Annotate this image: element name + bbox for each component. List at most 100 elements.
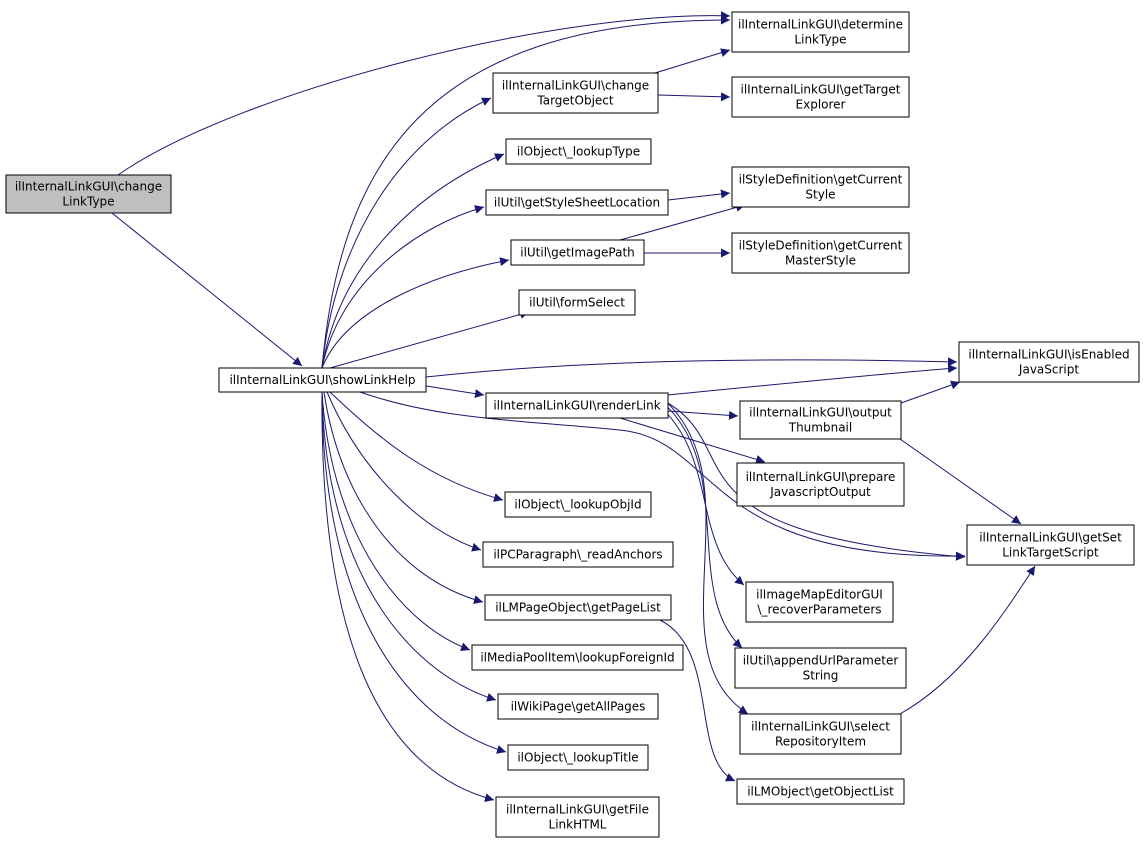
node-box	[958, 341, 1140, 383]
edge-getStyleSheetLocation-to-getCurrentStyle	[667, 189, 731, 201]
edge-outputThumbnail-to-getSetLinkTargetScript	[899, 438, 1022, 525]
node-prepare-javascript-output[interactable]: ilInternalLinkGUI\prepareJavascriptOutpu…	[736, 462, 905, 507]
node-label: JavaScript	[1018, 363, 1079, 377]
edge-showLinkHelp-to-lookupObjId	[329, 391, 504, 502]
edge-renderLink-to-recoverParameters	[649, 397, 745, 586]
node-label: ilInternalLinkGUI\prepare	[746, 470, 896, 484]
node-lookup-foreign-id[interactable]: ilMediaPoolItem\lookupForeignId	[471, 644, 684, 671]
node-label: ilPCParagraph\_readAnchors	[493, 548, 662, 562]
node-label: LinkTargetScript	[1002, 546, 1099, 560]
node-box	[739, 713, 902, 755]
node-get-style-sheet-location[interactable]: ilUtil\getStyleSheetLocation	[485, 189, 669, 216]
node-read-anchors[interactable]: ilPCParagraph\_readAnchors	[482, 541, 674, 568]
edge-root-to-showLinkHelp	[111, 212, 303, 367]
node-label: String	[803, 669, 839, 683]
edge-showLinkHelp-to-renderLink	[425, 385, 485, 399]
node-box	[510, 239, 645, 266]
node-label: ilObject\_lookupTitle	[517, 751, 638, 765]
node-get-page-list[interactable]: ilLMPageObject\getPageList	[484, 594, 672, 621]
edge-changeTargetObject-to-getTargetExplorer	[657, 92, 731, 102]
edge-showLinkHelp-to-getSetLinkTargetScript	[359, 391, 966, 561]
node-box	[471, 644, 684, 671]
edge-showLinkHelp-to-lookupType	[321, 153, 505, 369]
node-label: JavascriptOutput	[769, 485, 871, 499]
node-label: ilLMObject\getObjectList	[747, 785, 894, 799]
node-render-link[interactable]: ilInternalLinkGUI\renderLink	[485, 392, 669, 419]
edge-showLinkHelp-to-lookupTitle	[321, 391, 507, 754]
edge-showLinkHelp-to-getPageList	[323, 391, 484, 605]
node-label: ilInternalLinkGUI\output	[749, 406, 892, 420]
edge-showLinkHelp-to-getFileLinkHTML	[321, 391, 495, 803]
node-box	[507, 744, 649, 771]
node-box	[505, 138, 652, 165]
node-label: ilInternalLinkGUI\getFile	[506, 803, 649, 817]
edges-layer	[111, 11, 1036, 803]
node-label: ilObject\_lookupObjId	[514, 498, 641, 512]
node-label: Explorer	[796, 98, 846, 112]
node-label: ilInternalLinkGUI\change	[15, 180, 162, 194]
nodes-layer: ilInternalLinkGUI\changeLinkTypeilIntern…	[5, 11, 1140, 838]
node-box	[731, 11, 910, 53]
node-box	[736, 462, 905, 507]
node-label: ilLMPageObject\getPageList	[495, 601, 661, 615]
node-get-all-pages[interactable]: ilWikiPage\getAllPages	[497, 693, 659, 720]
node-label: MasterStyle	[785, 254, 856, 268]
edge-showLinkHelp-to-getStyleSheetLocation	[321, 205, 485, 369]
node-label: ilImageMapEditorGUI	[756, 588, 883, 602]
node-box	[739, 400, 902, 440]
node-form-select[interactable]: ilUtil\formSelect	[518, 289, 636, 316]
edge-showLinkHelp-to-changeTargetObject	[321, 97, 492, 369]
node-label: Style	[805, 188, 835, 202]
node-box	[484, 594, 672, 621]
node-box	[485, 189, 669, 216]
node-box	[731, 166, 910, 208]
node-label: ilUtil\getStyleSheetLocation	[494, 196, 660, 210]
edge-getPageList-to-getObjectList	[659, 619, 736, 782]
node-get-object-list[interactable]: ilLMObject\getObjectList	[736, 778, 905, 805]
node-box	[492, 72, 659, 114]
node-label: LinkType	[794, 33, 846, 47]
edge-showLinkHelp-to-determineLinkType	[321, 15, 731, 369]
node-label: ilWikiPage\getAllPages	[511, 700, 646, 714]
node-label: ilStyleDefinition\getCurrent	[739, 173, 903, 187]
edge-showLinkHelp-to-getImagePath	[321, 257, 510, 369]
node-label: RepositoryItem	[775, 735, 866, 749]
node-lookup-type[interactable]: ilObject\_lookupType	[505, 138, 652, 165]
node-get-image-path[interactable]: ilUtil\getImagePath	[510, 239, 645, 266]
node-label: ilInternalLinkGUI\showLinkHelp	[229, 373, 415, 387]
edge-renderLink-to-selectRepositoryItem	[659, 395, 749, 715]
edge-renderLink-to-isEnabledJavaScript	[667, 364, 958, 396]
node-lookup-title[interactable]: ilObject\_lookupTitle	[507, 744, 649, 771]
node-label: ilUtil\getImagePath	[520, 246, 635, 260]
node-label: Thumbnail	[788, 421, 852, 435]
node-box	[218, 367, 427, 393]
node-box	[518, 289, 636, 316]
node-label: ilInternalLinkGUI\isEnabled	[968, 348, 1129, 362]
edge-showLinkHelp-to-lookupForeignId	[321, 391, 471, 652]
node-label: ilMediaPoolItem\lookupForeignId	[480, 651, 674, 665]
node-show-link-help[interactable]: ilInternalLinkGUI\showLinkHelp	[218, 367, 427, 393]
edge-renderLink-to-getSetLinkTargetScript	[649, 393, 966, 561]
node-label: LinkHTML	[549, 818, 607, 832]
edge-getImagePath-to-getCurrentStyle	[619, 203, 746, 241]
node-label: ilInternalLinkGUI\determine	[738, 18, 903, 32]
node-recover-parameters[interactable]: ilImageMapEditorGUI\_recoverParameters	[745, 581, 894, 623]
edge-selectRepositoryItem-to-getSetLinkTargetScript	[899, 565, 1036, 715]
node-label: ilObject\_lookupType	[517, 145, 640, 159]
node-lookup-obj-id[interactable]: ilObject\_lookupObjId	[504, 491, 652, 518]
node-box	[482, 541, 674, 568]
edge-showLinkHelp-to-getAllPages	[321, 391, 497, 702]
